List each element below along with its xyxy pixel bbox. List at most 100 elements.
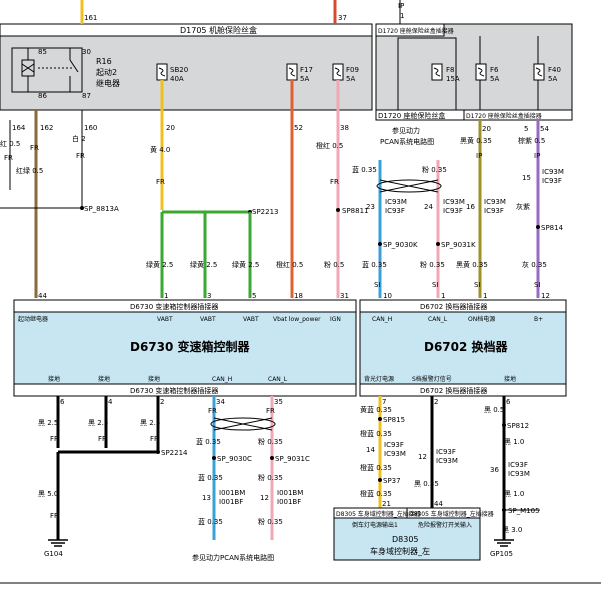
svg-text:24: 24 bbox=[424, 203, 433, 211]
svg-text:橙蓝 0.35: 橙蓝 0.35 bbox=[360, 463, 392, 472]
svg-text:IC93F: IC93F bbox=[542, 177, 562, 185]
svg-text:IC93M: IC93M bbox=[436, 457, 458, 465]
tcu-footer: D6730 变速箱控制器插接器 bbox=[130, 386, 218, 395]
svg-text:IC93M: IC93M bbox=[542, 168, 564, 176]
svg-text:IC93M: IC93M bbox=[508, 470, 530, 478]
svg-text:黑黄 0.35: 黑黄 0.35 bbox=[460, 136, 492, 145]
relay-desc2: 继电器 bbox=[96, 78, 120, 88]
fuse-f8: F8 15A bbox=[431, 63, 460, 83]
svg-text:10: 10 bbox=[383, 292, 392, 300]
svg-text:1: 1 bbox=[483, 292, 487, 300]
svg-text:5A: 5A bbox=[300, 75, 309, 83]
svg-text:灰 0.35: 灰 0.35 bbox=[522, 260, 547, 269]
svg-text:21: 21 bbox=[382, 500, 391, 508]
splice-sp812: SP812 bbox=[507, 422, 529, 430]
svg-text:黑 5.0: 黑 5.0 bbox=[38, 490, 58, 498]
svg-text:6: 6 bbox=[60, 398, 65, 406]
svg-text:黑 0.35: 黑 0.35 bbox=[414, 480, 439, 488]
svg-text:S档报警灯信号: S档报警灯信号 bbox=[412, 375, 452, 383]
svg-text:黑 2.5: 黑 2.5 bbox=[140, 419, 160, 427]
svg-text:粉 0.5: 粉 0.5 bbox=[324, 260, 344, 269]
relay-r16 bbox=[11, 47, 83, 93]
wire-38-color: 橙红 0.5 bbox=[316, 141, 343, 150]
splice-sp9031c: SP_9031C bbox=[275, 455, 310, 463]
pin-162: 162 bbox=[40, 124, 53, 132]
relay-name: R16 bbox=[96, 57, 112, 66]
svg-text:粉 0.35: 粉 0.35 bbox=[420, 260, 445, 269]
cabin-fusebox-title: D1720 座舱保险丝盒插接器 bbox=[378, 27, 454, 35]
cabin-pin-54: 54 bbox=[540, 125, 549, 133]
svg-text:IGN: IGN bbox=[330, 316, 341, 323]
bcm-title1: D8305 bbox=[392, 535, 419, 544]
svg-text:1: 1 bbox=[164, 292, 168, 300]
svg-text:蓝 0.35: 蓝 0.35 bbox=[198, 517, 223, 526]
svg-text:CAN_H: CAN_H bbox=[212, 376, 232, 383]
svg-text:IC93M: IC93M bbox=[443, 198, 465, 206]
svg-text:危险报警灯开关输入: 危险报警灯开关输入 bbox=[418, 521, 472, 529]
svg-text:VABT: VABT bbox=[157, 316, 173, 323]
svg-text:6: 6 bbox=[506, 398, 511, 406]
svg-text:蓝 0.35: 蓝 0.35 bbox=[198, 473, 223, 482]
splice-sp815: SP815 bbox=[383, 416, 405, 424]
pin-20: 20 bbox=[166, 124, 175, 132]
svg-text:FR: FR bbox=[266, 407, 275, 415]
cabin-footer-left: D1720 座舱保险丝盒 bbox=[378, 111, 445, 120]
svg-text:3: 3 bbox=[207, 292, 211, 300]
relay-pin-87: 87 bbox=[82, 92, 91, 100]
svg-text:FR: FR bbox=[208, 407, 217, 415]
tcu-header: D6730 变速箱控制器插接器 bbox=[130, 302, 218, 311]
relay-coil-symbol bbox=[21, 63, 35, 73]
svg-text:黑黄 0.35: 黑黄 0.35 bbox=[456, 260, 488, 269]
svg-text:I001BM: I001BM bbox=[277, 489, 303, 497]
svg-text:SI: SI bbox=[534, 281, 541, 289]
svg-text:35: 35 bbox=[274, 398, 283, 406]
svg-text:5A: 5A bbox=[490, 75, 499, 83]
cabin-footer-right: D1720 座舱保险丝盒插接器 bbox=[466, 112, 542, 120]
svg-text:黑 0.5: 黑 0.5 bbox=[484, 406, 504, 414]
svg-text:粉 0.35: 粉 0.35 bbox=[258, 437, 283, 446]
svg-text:粉 0.35: 粉 0.35 bbox=[258, 473, 283, 482]
splice-sp37: SP37 bbox=[383, 477, 401, 485]
svg-text:IC93F: IC93F bbox=[443, 207, 463, 215]
svg-text:橙红 0.5: 橙红 0.5 bbox=[276, 260, 303, 269]
splice-sp2214: SP2214 bbox=[161, 449, 188, 457]
svg-text:5: 5 bbox=[252, 292, 256, 300]
svg-text:44: 44 bbox=[38, 292, 47, 300]
svg-text:18: 18 bbox=[294, 292, 303, 300]
svg-text:2: 2 bbox=[160, 398, 164, 406]
fuse-f40: F40 5A bbox=[533, 63, 561, 83]
ground-g104: G104 bbox=[44, 550, 63, 558]
svg-text:黄蓝 0.35: 黄蓝 0.35 bbox=[360, 405, 392, 414]
tcu-module bbox=[13, 299, 357, 397]
svg-text:IP: IP bbox=[476, 152, 482, 160]
svg-text:橙蓝 0.35: 橙蓝 0.35 bbox=[360, 429, 392, 438]
pin-37: 37 bbox=[338, 14, 347, 22]
svg-text:IC93M: IC93M bbox=[385, 198, 407, 206]
svg-text:绿黄 2.5: 绿黄 2.5 bbox=[190, 260, 217, 269]
svg-text:起动继电器: 起动继电器 bbox=[18, 315, 48, 323]
relay-desc1: 起动2 bbox=[96, 67, 117, 77]
svg-text:接地: 接地 bbox=[98, 375, 110, 383]
svg-text:灰紫: 灰紫 bbox=[516, 202, 530, 211]
splice-sp8811: SP8811 bbox=[342, 207, 368, 215]
svg-text:棕紫 0.5: 棕紫 0.5 bbox=[518, 136, 545, 145]
cabin-ip-label: IP bbox=[398, 2, 404, 10]
tcu-title: D6730 变速箱控制器 bbox=[130, 339, 251, 354]
svg-text:FR: FR bbox=[50, 435, 59, 443]
engine-fusebox-header bbox=[0, 23, 373, 37]
svg-text:IC93F: IC93F bbox=[508, 461, 528, 469]
splice-sp-m105: SP_M105 bbox=[508, 507, 540, 515]
svg-text:ON档电源: ON档电源 bbox=[468, 315, 495, 323]
svg-text:IC93F: IC93F bbox=[484, 207, 504, 215]
svg-text:5A: 5A bbox=[548, 75, 557, 83]
svg-text:F8: F8 bbox=[446, 66, 454, 74]
svg-text:15A: 15A bbox=[446, 75, 460, 83]
svg-text:IC93M: IC93M bbox=[484, 198, 506, 206]
svg-text:4: 4 bbox=[108, 398, 113, 406]
svg-text:黑 3.0: 黑 3.0 bbox=[502, 526, 522, 534]
svg-text:F6: F6 bbox=[490, 66, 499, 74]
pin-164: 164 bbox=[12, 124, 26, 132]
shifter-module bbox=[359, 299, 567, 397]
wire-162-color: 红绿 0.5 bbox=[16, 166, 43, 175]
